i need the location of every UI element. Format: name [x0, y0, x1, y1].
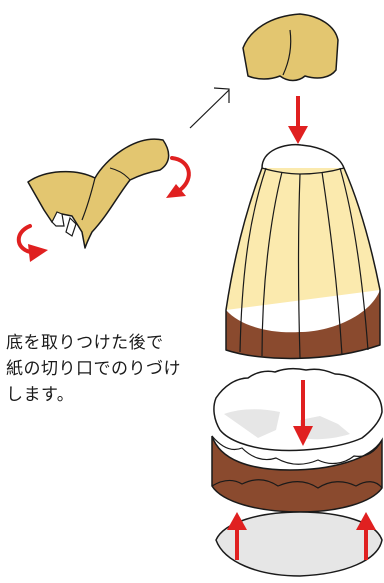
down-arrow-top	[288, 96, 308, 144]
dome	[225, 143, 381, 360]
down-arrow-center	[293, 380, 313, 446]
up-arrow-left	[227, 512, 247, 560]
scalloped-ring	[211, 367, 383, 513]
top-cap-piece	[242, 13, 339, 82]
rotate-arrow-right	[166, 156, 191, 198]
up-arrow-right	[356, 512, 376, 560]
rotate-arrow-left	[16, 224, 48, 262]
pointer-arrow	[189, 87, 230, 129]
instruction-line-2: 紙の切り口でのりづけ	[6, 359, 181, 379]
instruction-line-1: 底を取りつけた後で	[6, 333, 164, 353]
folded-piece	[27, 138, 170, 249]
instruction-text: 底を取りつけた後で 紙の切り口でのりづけ します。	[6, 330, 236, 408]
instruction-line-3: します。	[6, 385, 75, 405]
base-disc	[215, 511, 383, 577]
